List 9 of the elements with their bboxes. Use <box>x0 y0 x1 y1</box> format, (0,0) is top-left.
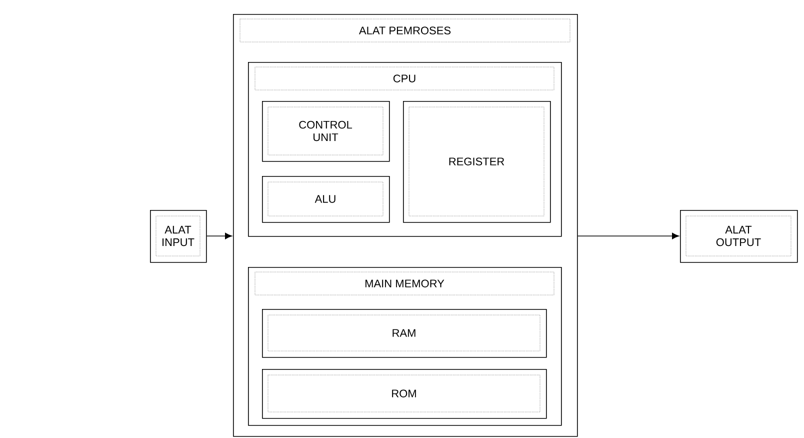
process-box: REGISTER <box>403 101 551 223</box>
arrow <box>206 232 232 240</box>
process-box: RAM <box>262 309 547 358</box>
process-box: ALU <box>262 176 390 223</box>
process-box: ALAT OUTPUT <box>680 210 798 263</box>
process-box: ROM <box>262 369 547 419</box>
process-box: ALAT INPUT <box>150 210 207 263</box>
arrow <box>577 232 679 240</box>
process-box: CONTROL UNIT <box>262 101 390 162</box>
